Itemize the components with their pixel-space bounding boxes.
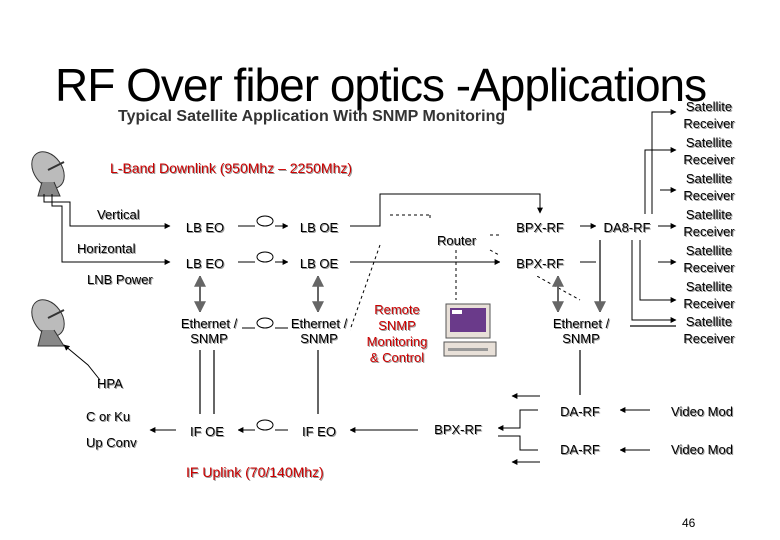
horizontal-label: Horizontal	[77, 241, 136, 256]
router-label: Router	[437, 233, 477, 248]
if-eo-box: IF EO	[288, 418, 350, 444]
video-mod-box-2: Video Mod	[650, 436, 754, 462]
downlink-label: L-Band Downlink (950Mhz – 2250Mhz)	[110, 160, 353, 176]
computer-icon	[443, 303, 497, 357]
remote-line-4: & Control	[369, 350, 425, 365]
lnb-power-label: LNB Power	[87, 272, 153, 287]
da8-rf-box: DA8-RF	[596, 214, 658, 240]
hpa-label: HPA	[97, 376, 123, 391]
c-or-ku-label: C or Ku	[86, 409, 131, 424]
satellite-dish-icon-bottom	[31, 299, 65, 347]
satellite-receiver-4: Satellite Receiver	[683, 207, 735, 239]
up-conv-label: Up Conv	[86, 435, 137, 450]
remote-snmp-label: Remote SNMP Monitoring & Control	[356, 302, 438, 366]
ethernet-snmp-box-2: Ethernet / SNMP	[288, 312, 350, 350]
lb-oe-box-2: LB OE	[288, 250, 350, 276]
page-title: RF Over fiber optics -Applications	[55, 59, 707, 111]
lb-eo-box-2: LB EO	[172, 250, 238, 276]
remote-line-2: SNMP	[378, 318, 416, 333]
video-mod-box-1: Video Mod	[650, 398, 754, 424]
bpx-rf-box-3: BPX-RF	[418, 416, 498, 442]
page-number: 46	[682, 516, 696, 530]
page-subtitle: Typical Satellite Application With SNMP …	[118, 108, 506, 125]
satellite-receiver-2: Satellite Receiver	[683, 135, 735, 167]
vertical-label: Vertical	[97, 207, 140, 222]
bpx-rf-box-1: BPX-RF	[500, 214, 580, 240]
ethernet-snmp-box-1: Ethernet / SNMP	[176, 312, 242, 350]
ethernet-snmp-box-3: Ethernet / SNMP	[548, 312, 614, 350]
lb-eo-box-1: LB EO	[172, 214, 238, 240]
lb-oe-box-1: LB OE	[288, 214, 350, 240]
satellite-receiver-7: Satellite Receiver	[683, 314, 735, 346]
remote-line-3: Monitoring	[366, 334, 428, 349]
da-rf-box-2: DA-RF	[540, 436, 620, 462]
satellite-receiver-3: Satellite Receiver	[683, 171, 735, 203]
if-oe-box: IF OE	[176, 418, 238, 444]
satellite-dish-icon-top	[31, 151, 65, 197]
satellite-receiver-6: Satellite Receiver	[683, 279, 735, 311]
bpx-rf-box-2: BPX-RF	[500, 250, 580, 276]
da-rf-box-1: DA-RF	[540, 398, 620, 424]
remote-line-1: Remote	[374, 302, 420, 317]
uplink-label: IF Uplink (70/140Mhz)	[186, 464, 324, 480]
satellite-receiver-1: Satellite Receiver	[683, 99, 735, 131]
satellite-receiver-5: Satellite Receiver	[683, 243, 735, 275]
